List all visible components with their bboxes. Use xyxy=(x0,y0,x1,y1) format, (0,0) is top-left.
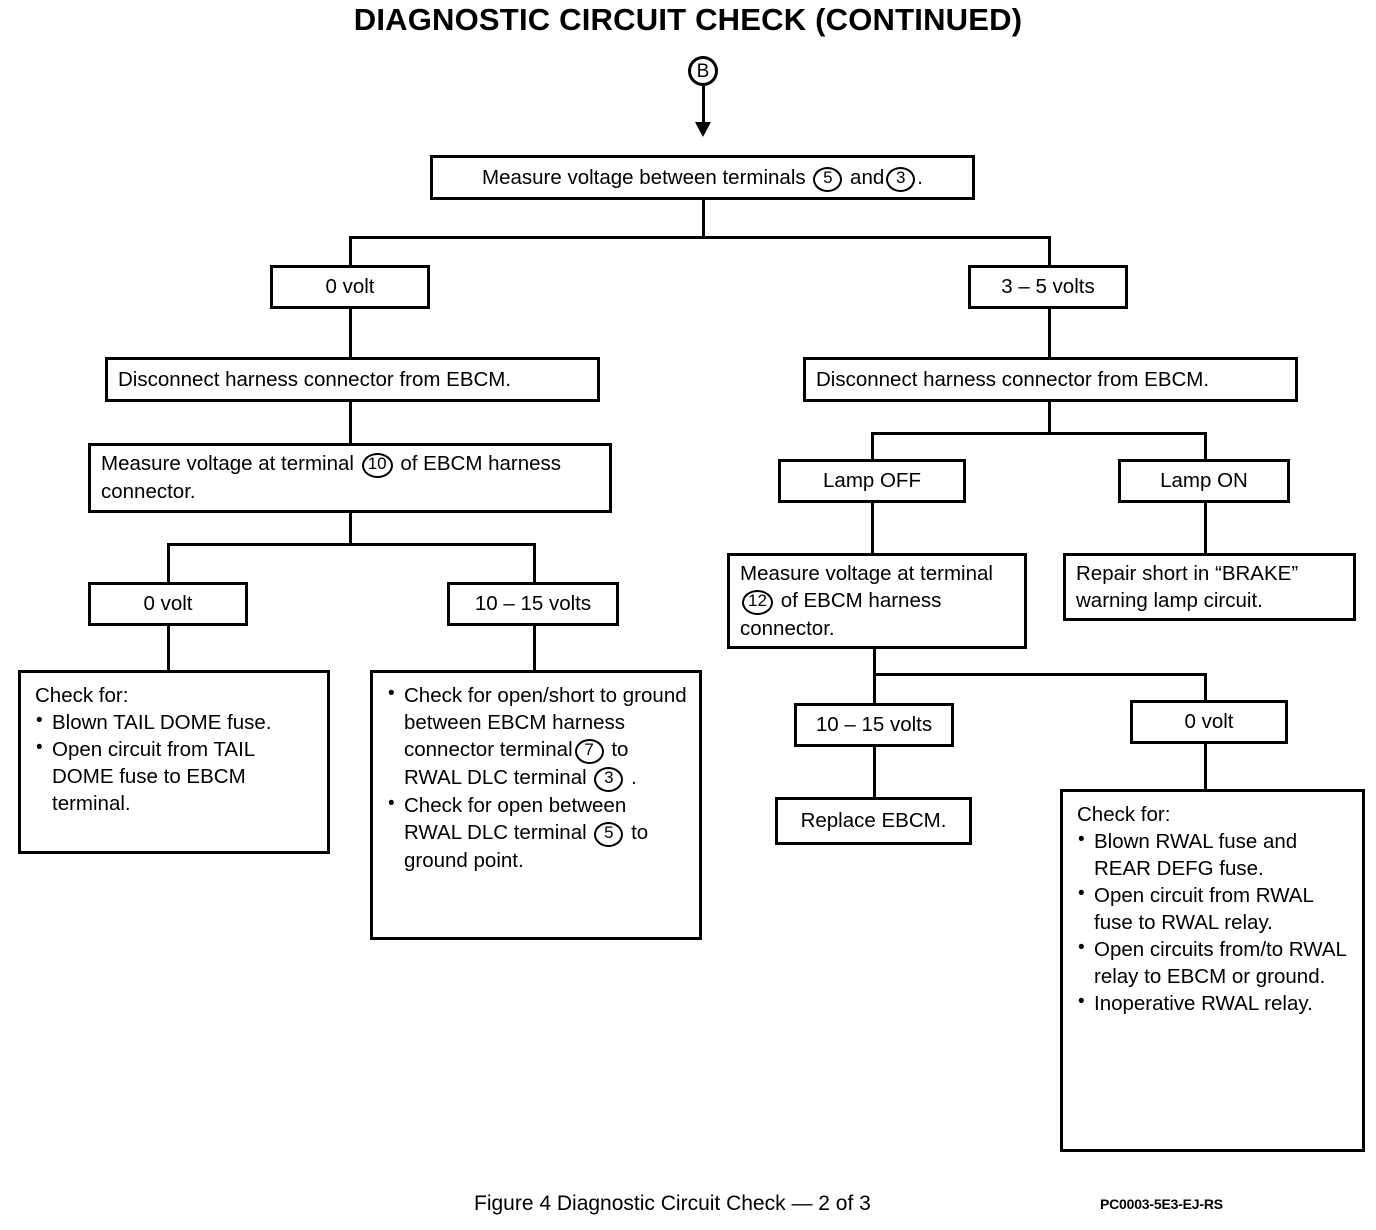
node-branch-0-volt-left: 0 volt xyxy=(88,582,248,626)
node-measure-terminal-12: Measure voltage at terminal 12 of EBCM h… xyxy=(727,553,1027,649)
measure-10-text-after: of EBCM harness connector. xyxy=(101,452,562,504)
connector-10-15-left-to-check xyxy=(533,626,536,671)
node-lamp-off: Lamp OFF xyxy=(778,459,966,503)
node-check-tail-dome: Check for: Blown TAIL DOME fuse. Open ci… xyxy=(18,670,330,854)
connector-drop-0volt-right xyxy=(1204,673,1207,705)
connector-disconnect-right-stem xyxy=(1048,402,1051,435)
connector-line-b-to-measure xyxy=(702,86,705,128)
node-measure-terminal-10: Measure voltage at terminal 10 of EBCM h… xyxy=(88,443,612,513)
terminal-7-circle: 7 xyxy=(574,739,604,765)
lamp-off-label: Lamp OFF xyxy=(823,469,921,493)
open-short-text-a: Check for open/short to ground between E… xyxy=(404,684,687,762)
check-rwal-lead: Check for: xyxy=(1077,803,1171,826)
list-item: Inoperative RWAL relay. xyxy=(1077,989,1352,1017)
node-check-open-short: Check for open/short to ground between E… xyxy=(370,670,702,940)
connector-lamp-on-to-repair xyxy=(1204,503,1207,555)
node-disconnect-harness-left: Disconnect harness connector from EBCM. xyxy=(105,357,600,402)
lamp-on-label: Lamp ON xyxy=(1160,469,1248,493)
connector-measure10-stem xyxy=(349,513,352,546)
connector-drop-0volt-left xyxy=(167,543,170,583)
connector-0volt-left-to-check xyxy=(167,626,170,671)
connector-drop-lamp-off xyxy=(871,432,874,460)
node-branch-0-volt-right: 0 volt xyxy=(1130,700,1288,744)
measure-12-text-after: of EBCM harness connector. xyxy=(740,589,942,640)
node-branch-10-15-volts-right: 10 – 15 volts xyxy=(794,703,954,747)
connector-3-5volts-to-disconnect-right xyxy=(1048,309,1051,358)
measure-10-text-before: Measure voltage at terminal xyxy=(101,452,354,476)
connector-drop-10-15volts-left xyxy=(533,543,536,583)
list-item: Check for open/short to ground between E… xyxy=(387,681,689,793)
node-lamp-on: Lamp ON xyxy=(1118,459,1290,503)
connector-measure-stem xyxy=(702,200,705,239)
node-branch-10-15-volts-left: 10 – 15 volts xyxy=(447,582,619,626)
measure-12-text-before: Measure voltage at terminal xyxy=(740,561,993,585)
repair-brake-label: Repair short in “BRAKE” warning lamp cir… xyxy=(1076,561,1299,612)
branch-10-15-volts-right-label: 10 – 15 volts xyxy=(815,713,933,737)
list-item: Open circuits from/to RWAL relay to EBCM… xyxy=(1077,935,1352,990)
terminal-12-circle: 12 xyxy=(742,590,773,615)
disconnect-right-label: Disconnect harness connector from EBCM. xyxy=(816,367,1210,391)
arrow-down-icon xyxy=(695,122,711,137)
measure-5-3-text-after: . xyxy=(917,165,923,189)
open-between-text-b: to ground point. xyxy=(404,821,649,873)
disconnect-left-label: Disconnect harness connector from EBCM. xyxy=(118,367,512,391)
check-rwal-list: Blown RWAL fuse and REAR DEFG fuse. Open… xyxy=(1077,827,1352,1017)
figure-caption: Figure 4 Diagnostic Circuit Check — 2 of… xyxy=(474,1192,871,1215)
list-item: Check for open between RWAL DLC terminal… xyxy=(387,791,689,874)
connector-10-15-right-to-replace xyxy=(873,747,876,799)
branch-0-volt-top-label: 0 volt xyxy=(325,275,375,299)
terminal-3-circle: 3 xyxy=(886,166,916,192)
branch-3-5-volts-label: 3 – 5 volts xyxy=(1001,275,1095,299)
page-title: DIAGNOSTIC CIRCUIT CHECK (CONTINUED) xyxy=(353,2,1023,37)
connector-0volt-right-to-check xyxy=(1204,744,1207,790)
connector-b-bubble: B xyxy=(688,56,718,86)
connector-bus-right-lower xyxy=(873,673,1207,676)
list-item: Blown TAIL DOME fuse. xyxy=(35,708,317,736)
open-short-text-b: to RWAL DLC terminal xyxy=(404,738,629,790)
branch-0-volt-left-label: 0 volt xyxy=(143,592,193,616)
check-open-short-list: Check for open/short to ground between E… xyxy=(387,681,689,874)
terminal-3-circle-2: 3 xyxy=(594,767,624,793)
connector-b-label: B xyxy=(696,61,710,82)
list-item: Open circuit from RWAL fuse to RWAL rela… xyxy=(1077,881,1352,936)
node-disconnect-harness-right: Disconnect harness connector from EBCM. xyxy=(803,357,1298,402)
node-branch-0-volt-top: 0 volt xyxy=(270,265,430,309)
check-tail-dome-list: Blown TAIL DOME fuse. Open circuit from … xyxy=(35,708,317,817)
open-between-text-a: Check for open between RWAL DLC terminal xyxy=(404,794,627,845)
measure-5-3-text-middle: and xyxy=(850,165,885,189)
check-tail-dome-lead: Check for: xyxy=(35,684,129,707)
connector-lamp-off-to-measure12 xyxy=(871,503,874,555)
part-code: PC0003-5E3-EJ-RS xyxy=(1100,1196,1223,1212)
node-replace-ebcm: Replace EBCM. xyxy=(775,797,972,845)
terminal-5-circle-2: 5 xyxy=(594,822,624,848)
connector-bus-left-lower xyxy=(167,543,536,546)
connector-0volt-to-disconnect-left xyxy=(349,309,352,358)
branch-10-15-volts-left-label: 10 – 15 volts xyxy=(474,592,592,616)
terminal-10-circle: 10 xyxy=(361,453,393,479)
branch-0-volt-right-label: 0 volt xyxy=(1184,710,1234,734)
connector-drop-0volt-top xyxy=(349,236,352,266)
measure-5-3-text-before: Measure voltage between terminals xyxy=(482,165,806,189)
connector-measure12-stem xyxy=(873,649,876,705)
list-item: Blown RWAL fuse and REAR DEFG fuse. xyxy=(1077,827,1352,882)
node-repair-brake-lamp: Repair short in “BRAKE” warning lamp cir… xyxy=(1063,553,1356,621)
connector-drop-lamp-on xyxy=(1204,432,1207,460)
replace-ebcm-label: Replace EBCM. xyxy=(800,809,947,833)
node-branch-3-5-volts: 3 – 5 volts xyxy=(968,265,1128,309)
connector-disconnect-left-to-measure10 xyxy=(349,402,352,444)
open-short-text-c: . xyxy=(631,766,637,790)
node-check-rwal: Check for: Blown RWAL fuse and REAR DEFG… xyxy=(1060,789,1365,1152)
connector-bus-lamp xyxy=(871,432,1207,435)
connector-drop-3-5volts xyxy=(1048,236,1051,266)
terminal-5-circle: 5 xyxy=(813,166,843,192)
connector-bus-top xyxy=(349,236,1051,239)
list-item: Open circuit from TAIL DOME fuse to EBCM… xyxy=(35,735,317,817)
